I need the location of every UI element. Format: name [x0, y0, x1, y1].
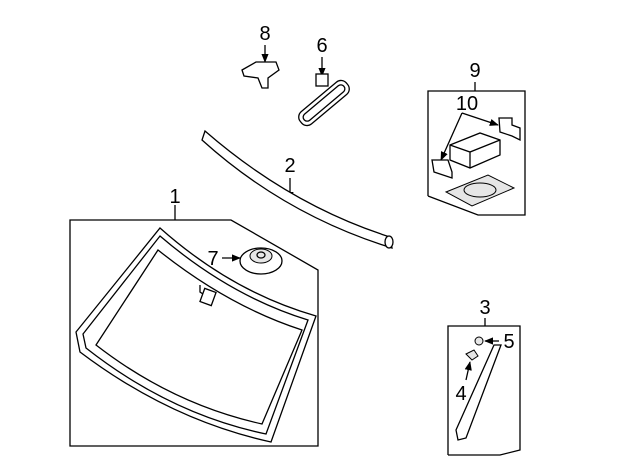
clip-5	[474, 336, 484, 346]
callout-3[interactable]: 3	[479, 297, 490, 319]
group-box-3	[447, 325, 521, 456]
callout-1[interactable]: 1	[169, 186, 180, 208]
callout-10[interactable]: 10	[456, 93, 478, 115]
sensor-pad-left	[431, 159, 453, 179]
sensor-bracket-part[interactable]: 7	[207, 247, 283, 275]
mirror-cover-part[interactable]: 8	[241, 23, 280, 89]
sensor-pad-right	[498, 117, 521, 142]
callout-5[interactable]: 5	[503, 331, 514, 353]
rearview-mirror	[298, 79, 350, 127]
arrow-10a	[440, 112, 463, 161]
mirror-cover	[241, 61, 280, 89]
callout-9[interactable]: 9	[469, 60, 480, 82]
pillar-moulding-group[interactable]: 3 5 4	[447, 297, 521, 456]
module-edges	[449, 139, 501, 168]
rearview-mirror-part[interactable]: 6	[296, 35, 352, 128]
pillar-moulding	[455, 344, 502, 441]
group-box-1	[69, 219, 319, 447]
mirror-mount-button	[199, 287, 217, 307]
mirror-stem	[315, 73, 329, 87]
rain-sensor-group[interactable]: 9 10	[427, 60, 526, 216]
windshield-inner-edge	[82, 235, 309, 435]
moulding-strip	[201, 129, 393, 249]
moulding-end	[384, 235, 394, 249]
windshield-moulding-part[interactable]: 2	[201, 129, 394, 249]
group-box-9	[427, 90, 526, 216]
arrow-10b	[461, 112, 499, 126]
windshield-viewing-area	[95, 249, 303, 425]
windshield-group[interactable]: 1	[69, 186, 319, 447]
callout-8[interactable]: 8	[259, 23, 270, 45]
callout-4[interactable]: 4	[455, 383, 466, 405]
sensor-bracket-hole	[256, 251, 266, 259]
clip-4	[465, 349, 479, 361]
sensor-bracket-center	[249, 248, 273, 264]
sensor-base-lens	[463, 182, 497, 198]
callout-2[interactable]: 2	[284, 155, 295, 177]
callout-7[interactable]: 7	[207, 248, 218, 270]
arrow-4	[464, 361, 472, 381]
mirror-glass	[302, 84, 346, 122]
callout-6[interactable]: 6	[316, 35, 327, 57]
windshield-glass[interactable]	[75, 227, 317, 443]
